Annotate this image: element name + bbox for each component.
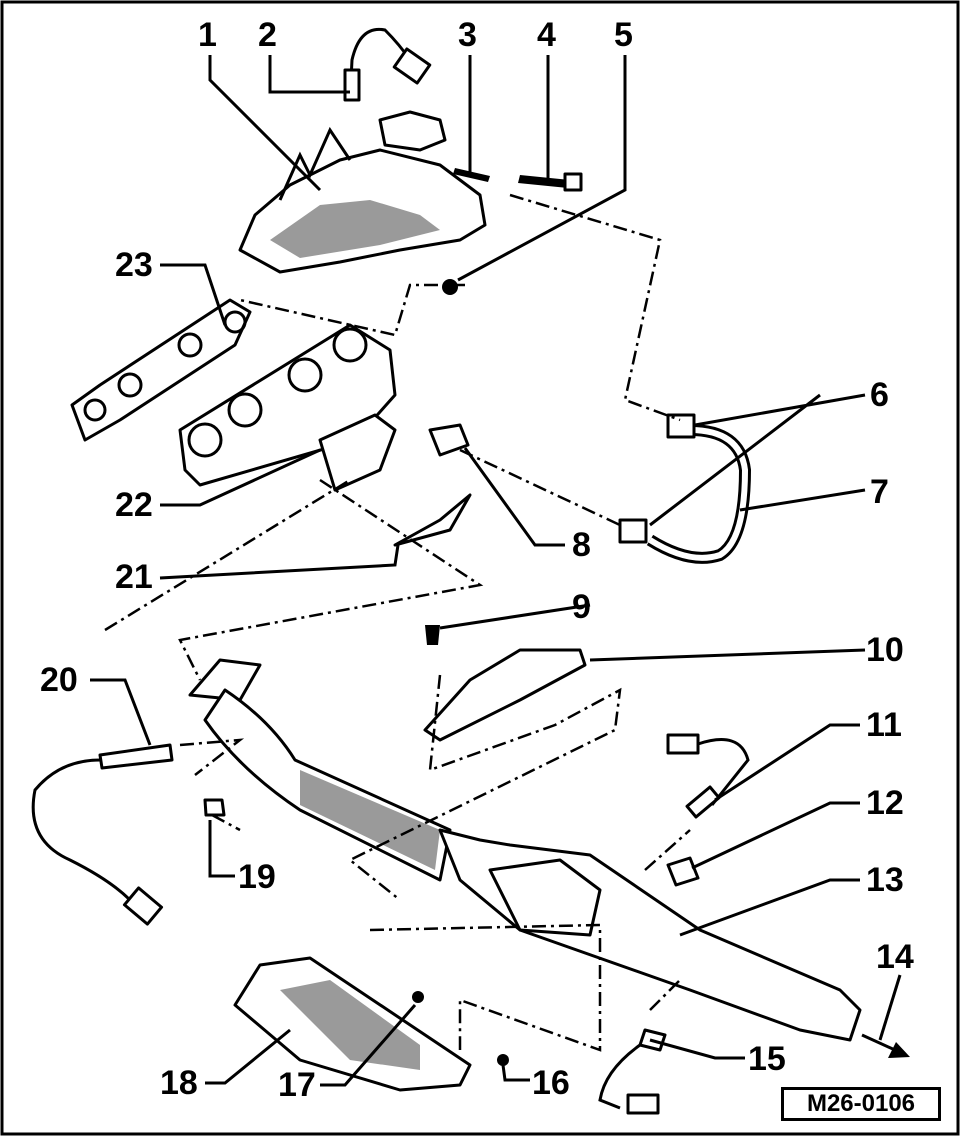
egr-pipe-7 bbox=[618, 413, 752, 564]
bracket-10 bbox=[423, 648, 587, 742]
nut-17 bbox=[412, 991, 424, 1003]
reference-code: M26-0106 bbox=[781, 1087, 941, 1121]
callout-11: 11 bbox=[866, 706, 902, 744]
callout-4: 4 bbox=[537, 16, 556, 54]
callout-21: 21 bbox=[115, 558, 153, 596]
nut-19 bbox=[203, 798, 226, 817]
callout-1: 1 bbox=[198, 16, 217, 54]
callout-20: 20 bbox=[40, 661, 78, 699]
bolts-3-4 bbox=[453, 168, 583, 192]
exhaust-manifold-22 bbox=[178, 323, 397, 492]
callout-2: 2 bbox=[258, 16, 277, 54]
callout-18: 18 bbox=[160, 1064, 198, 1102]
clip-12 bbox=[666, 856, 700, 887]
catalytic-converter-13 bbox=[188, 658, 862, 1042]
callout-3: 3 bbox=[458, 16, 477, 54]
plug-8 bbox=[428, 423, 470, 457]
direction-arrow-14 bbox=[861, 1033, 896, 1052]
callout-23: 23 bbox=[115, 246, 153, 284]
callout-9: 9 bbox=[572, 588, 591, 626]
callout-6: 6 bbox=[870, 376, 889, 414]
callout-7: 7 bbox=[870, 473, 889, 511]
gasket-21 bbox=[393, 493, 472, 547]
bolt-9 bbox=[425, 625, 440, 645]
callout-17: 17 bbox=[278, 1066, 316, 1104]
callout-5: 5 bbox=[614, 16, 633, 54]
assembly-line-10 bbox=[347, 674, 622, 901]
callout-15: 15 bbox=[748, 1040, 786, 1078]
lambda-probe-upper bbox=[343, 27, 447, 152]
assembly-line-22 bbox=[104, 478, 351, 632]
callout-14: 14 bbox=[876, 938, 914, 976]
callout-12: 12 bbox=[866, 784, 904, 822]
callout-10: 10 bbox=[866, 631, 904, 669]
assembly-line-15 bbox=[649, 979, 681, 1011]
callout-16: 16 bbox=[532, 1064, 570, 1102]
assembly-line-11 bbox=[644, 829, 691, 871]
assembly-line-5 bbox=[239, 283, 465, 337]
assembly-line-8 bbox=[459, 448, 621, 527]
assembly-line-18 bbox=[369, 923, 602, 1052]
callout-19: 19 bbox=[238, 858, 276, 896]
gasket-23 bbox=[70, 298, 252, 442]
callout-22: 22 bbox=[115, 486, 153, 524]
arrow-head-icon bbox=[888, 1042, 910, 1058]
nut-5 bbox=[442, 279, 458, 295]
assembly-line-20 bbox=[179, 738, 245, 776]
nut-16 bbox=[497, 1054, 509, 1066]
heat-shield-lower-18 bbox=[233, 956, 472, 1092]
lambda-probe-11 bbox=[666, 733, 750, 819]
assembly-line-21 bbox=[178, 478, 484, 681]
leader-lines bbox=[90, 55, 902, 1087]
lambda-probe-20 bbox=[31, 743, 174, 926]
callout-8: 8 bbox=[572, 526, 591, 564]
callout-13: 13 bbox=[866, 861, 904, 899]
assembly-line-19 bbox=[211, 813, 241, 832]
heat-shield-upper bbox=[238, 126, 487, 274]
assembly-line-6 bbox=[509, 193, 681, 422]
